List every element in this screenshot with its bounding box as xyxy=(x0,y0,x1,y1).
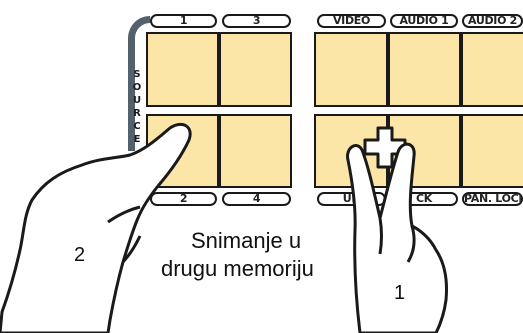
step-number-right: 1 xyxy=(394,282,405,305)
caption-line-1: Snimanje u xyxy=(191,228,301,254)
caption-line-2: drugu memoriju xyxy=(161,256,314,282)
left-hand-icon xyxy=(0,124,190,333)
step-number-left: 2 xyxy=(74,244,85,267)
